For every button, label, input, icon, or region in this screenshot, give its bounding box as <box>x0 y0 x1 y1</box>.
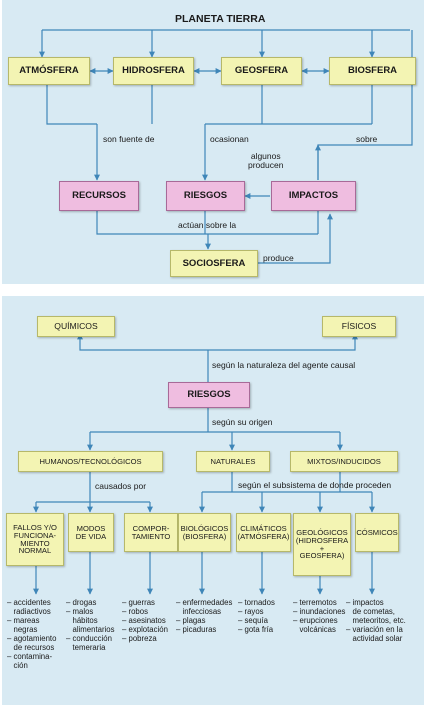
origen-label: según su origen <box>212 417 273 427</box>
list-item: temeraria <box>66 643 106 653</box>
list-item: – rayos <box>238 607 264 617</box>
causados-por-label: causados por <box>95 481 147 491</box>
atm-down-line <box>46 85 97 125</box>
biologicos-list: – enfermedades infecciosas – plagas – pi… <box>176 598 232 634</box>
list-item: alimentarios <box>66 625 115 635</box>
list-item: – inundaciones <box>293 607 346 617</box>
list-item: – drogas <box>66 598 97 607</box>
quimicos-box: QUÍMICOS <box>37 316 115 337</box>
list-item: hábitos <box>66 616 98 626</box>
ocasionan-label: ocasionan <box>210 134 249 144</box>
list-item: – erupciones <box>293 616 338 626</box>
list-item: meteoritos, etc. <box>346 616 406 626</box>
atmosfera-box: ATMÓSFERA <box>8 57 90 85</box>
comportamiento-box: COMPOR- TAMIENTO <box>124 513 178 552</box>
list-item: – asesinatos <box>122 616 166 626</box>
list-item: infecciosas <box>176 607 222 617</box>
algunos-producen-label: algunos producen <box>248 151 284 170</box>
geosfera-box: GEOSFERA <box>221 57 302 85</box>
list-item: radiactivos <box>7 607 51 617</box>
subsistema-label: según el subsistema de donde proceden <box>238 480 392 490</box>
impactos-box: IMPACTOS <box>271 181 356 211</box>
list-item: – explotación <box>122 625 168 635</box>
comportamiento-list: – guerras – robos – asesinatos – explota… <box>122 598 168 643</box>
sociosfera-box: SOCIOSFERA <box>170 250 258 277</box>
list-item: de cometas, <box>346 607 395 617</box>
list-item: – plagas <box>176 616 206 626</box>
fallos-box: FALLOS Y/O FUNCIONA- MIENTO NORMAL <box>6 513 64 566</box>
list-item: – variación en la <box>346 625 403 635</box>
produce-label: produce <box>263 253 294 263</box>
biosfera-box: BIOSFERA <box>329 57 416 85</box>
biologicos-box: BIOLÓGICOS (BIOSFERA) <box>178 513 231 552</box>
hidrosfera-box: HIDROSFERA <box>113 57 194 85</box>
actuan-bus <box>96 211 318 235</box>
top-diagram-panel <box>2 0 424 284</box>
naturales-box: NATURALES <box>196 451 270 472</box>
naturaleza-label: según la naturaleza del agente causal <box>212 360 356 370</box>
list-item: – sequía <box>238 616 268 626</box>
riesgos-box-bottom: RIESGOS <box>168 382 250 408</box>
list-item: – agotamiento <box>7 634 57 644</box>
fisicos-box: FÍSICOS <box>322 316 396 337</box>
list-item: – malos <box>66 607 94 617</box>
modos-list: – drogas – malos hábitos alimentarios – … <box>66 598 115 652</box>
list-item: actividad solar <box>346 634 403 644</box>
list-item: – gota fría <box>238 625 274 635</box>
list-item: – accidentes <box>7 598 51 607</box>
geologicos-box: GEOLÓGICOS (HIDROSFERA + GEOSFERA) <box>293 513 351 576</box>
list-item: – mareas <box>7 616 40 626</box>
list-item: negras <box>7 625 38 635</box>
sobre-line <box>317 30 413 180</box>
climaticos-box: CLIMÁTICOS (ATMÓSFERA) <box>236 513 291 552</box>
list-item: – tornados <box>238 598 275 607</box>
bottom-diagram-panel <box>2 296 424 705</box>
mixtos-box: MIXTOS/INDUCIDOS <box>290 451 398 472</box>
sobre-label: sobre <box>356 134 378 144</box>
cosmicos-list: – impactos de cometas, meteoritos, etc. … <box>346 598 406 643</box>
planeta-tierra-title: PLANETA TIERRA <box>175 13 266 25</box>
actuan-sobre-la-label: actúan sobre la <box>178 220 237 230</box>
list-item: – terremotos <box>293 598 337 607</box>
list-item: de recursos <box>7 643 55 653</box>
list-item: volcánicas <box>293 625 336 635</box>
list-item: – robos <box>122 607 149 617</box>
recursos-box: RECURSOS <box>59 181 139 211</box>
list-item: – enfermedades <box>176 598 233 607</box>
list-item: – pobreza <box>122 634 157 644</box>
quim-fis-bracket <box>79 339 356 351</box>
produce-arrow <box>258 213 333 264</box>
geologicos-list: – terremotos – inundaciones – erupciones… <box>293 598 345 634</box>
fallos-list: – accidentes radiactivos – mareas negras… <box>7 598 56 670</box>
climaticos-list: – tornados – rayos – sequía – gota fría <box>238 598 275 634</box>
list-item: – impactos <box>346 598 384 607</box>
list-item: – conducción <box>66 634 112 644</box>
son-fuente-de-label: son fuente de <box>103 134 155 144</box>
list-item: – guerras <box>122 598 155 607</box>
list-item: – contamina- <box>7 652 53 662</box>
cosmicos-box: CÓSMICOS <box>355 513 399 552</box>
list-item: ción <box>7 661 28 671</box>
humanos-box: HUMANOS/TECNOLÓGICOS <box>18 451 163 472</box>
riesgos-box-top: RIESGOS <box>166 181 245 211</box>
modos-box: MODOS DE VIDA <box>68 513 114 552</box>
list-item: – picaduras <box>176 625 217 635</box>
